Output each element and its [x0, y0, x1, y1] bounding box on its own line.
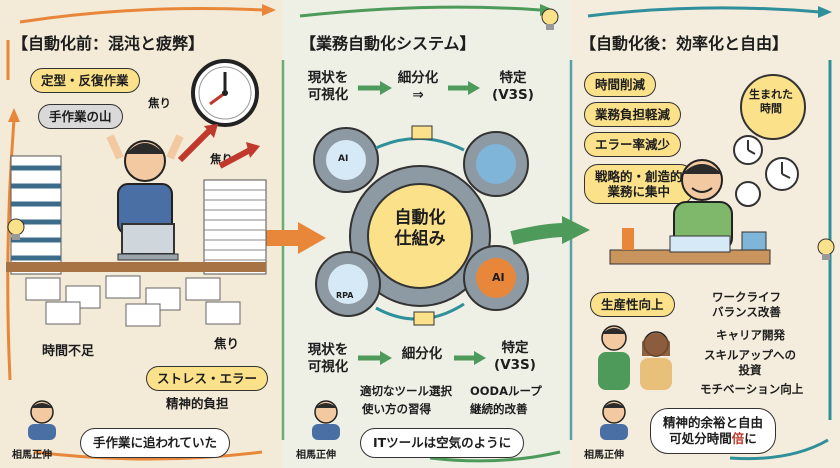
lightbulb-icon-left [7, 218, 25, 240]
created-time-circle [740, 74, 806, 140]
lightbulb-icon-right [817, 238, 835, 260]
benefit-skill-investment: スキルアップへの 投資 [704, 348, 796, 377]
paper-stack-right-icon [203, 179, 267, 275]
bubble-system: ITツールは空気のように [360, 428, 525, 458]
clocks-icon [733, 135, 799, 207]
item-learn-usage: 使い方の習得 [362, 402, 431, 416]
item-ooda-loop: OODAループ [470, 384, 542, 398]
clock-icon [191, 59, 259, 127]
gear-label-ai-top-left: AI [338, 154, 349, 164]
person-avatar-before [28, 400, 56, 440]
step-subdivide-top: 細分化 ⇒ [397, 70, 439, 103]
bubble-before: 手作業に追われていた [80, 428, 231, 458]
two-people-icon [598, 325, 672, 390]
person-name-before: 相馬正伸 [12, 450, 52, 461]
laptop-icon [117, 223, 179, 261]
tag-burden-reduction: 業務負担軽減 [584, 102, 682, 127]
tag-time-shortage: 時間不足 [42, 344, 95, 359]
step-visualize-bottom: 現状を 可視化 [307, 342, 349, 375]
system-title: 【業務自動化システム】 [300, 34, 476, 53]
benefit-career-development: キャリア開発 [716, 328, 785, 342]
tag-manual-pile: 手作業の山 [38, 104, 123, 129]
person-name-after: 相馬正伸 [584, 450, 624, 461]
lightbulb-icon-top [541, 8, 559, 30]
benefit-work-life-balance: ワークライフ バランス改善 [712, 290, 781, 319]
item-tool-selection: 適切なツール選択 [360, 384, 452, 398]
step-identify-bottom: 特定 (V3S) [494, 340, 536, 373]
bubble-after-line2-post: に [744, 431, 757, 446]
tag-routine-work: 定型・反復作業 [30, 68, 140, 93]
bubble-after-line2-em: 倍 [731, 431, 745, 446]
stress-arrows-icon [177, 124, 260, 169]
tag-strategic-focus: 戦略的・創造的 業務に集中 [584, 164, 694, 204]
center-gear-label: 自動化 仕組み [394, 208, 446, 249]
person-avatar-after [600, 400, 628, 440]
item-continuous-improvement: 継続的改善 [470, 402, 528, 416]
desk-envelopes-icon [6, 262, 266, 327]
before-title: 【自動化前：混沌と疲弊】 [12, 34, 205, 53]
gear-label-ai-bottom-right: AI [492, 271, 505, 284]
label-rush-3: 焦り [214, 336, 240, 351]
paper-stack-left-icon [10, 155, 62, 275]
bubble-after-line2-pre: 可処分時間 [669, 431, 732, 446]
label-rush-1: 焦り [148, 96, 171, 110]
step-arrows-top [358, 81, 480, 95]
person-name-system: 相馬正伸 [296, 450, 336, 461]
tag-time-reduction: 時間削減 [584, 72, 657, 97]
step-visualize-top: 現状を 可視化 [307, 70, 349, 103]
tag-mental-burden: 精神的負担 [166, 396, 229, 411]
stressed-worker-icon [106, 134, 184, 235]
gear-system-diagram [313, 125, 529, 326]
created-time-label: 生まれた 時間 [749, 88, 793, 115]
tag-stress-error: ストレス・エラー [146, 366, 269, 391]
tag-productivity: 生産性向上 [590, 292, 675, 317]
tag-error-reduction: エラー率減少 [584, 132, 682, 157]
step-subdivide-bottom: 細分化 [401, 346, 443, 362]
step-identify-top: 特定 (V3S) [492, 70, 534, 103]
step-arrows-bottom [358, 351, 486, 365]
gear-label-rpa: RPA [336, 291, 354, 300]
benefit-motivation: モチベーション向上 [700, 382, 804, 396]
bubble-after: 精神的余裕と自由 可処分時間倍に [650, 408, 777, 454]
bubble-after-line1: 精神的余裕と自由 [663, 415, 764, 430]
after-title: 【自動化後：効率化と自由】 [580, 34, 789, 53]
happy-worker-icon [609, 159, 771, 265]
person-avatar-system [312, 400, 340, 440]
